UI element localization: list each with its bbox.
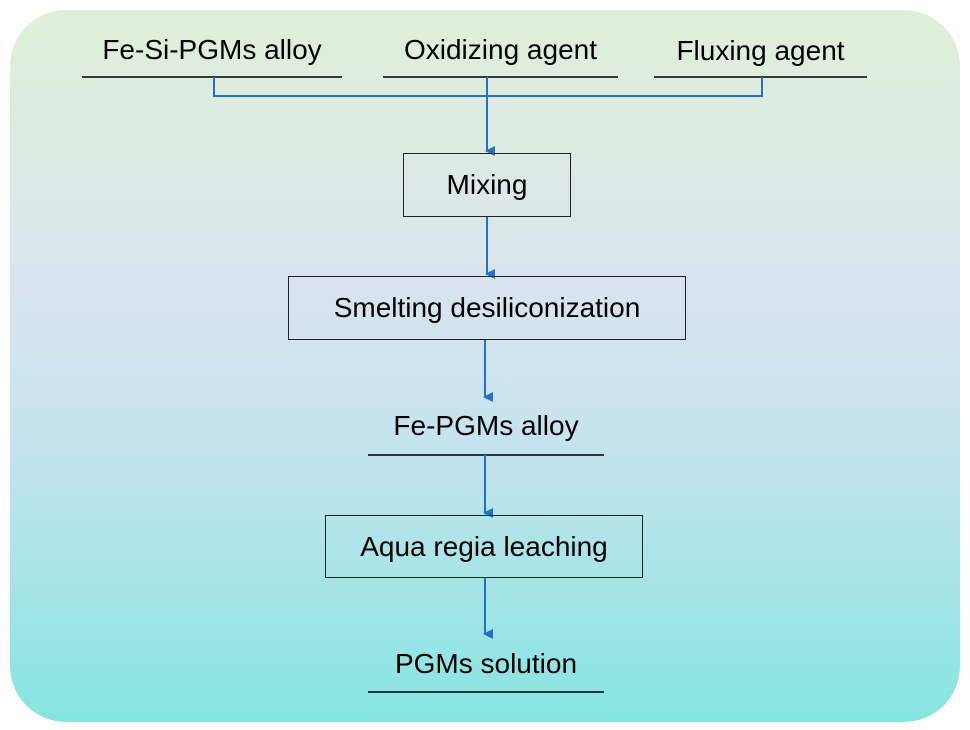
input-oxidizer-label: Oxidizing agent — [403, 34, 597, 65]
input-alloy-label: Fe-Si-PGMs alloy — [102, 34, 322, 65]
product-label: PGMs solution — [394, 648, 578, 679]
smelting-box: Smelting desiliconization — [288, 276, 686, 340]
input-flux-label: Fluxing agent — [676, 35, 845, 66]
leaching-box: Aqua regia leaching — [325, 515, 643, 578]
mixing-box: Mixing — [403, 153, 571, 217]
intermediate-label: Fe-PGMs alloy — [393, 410, 579, 441]
background-panel — [10, 10, 960, 722]
